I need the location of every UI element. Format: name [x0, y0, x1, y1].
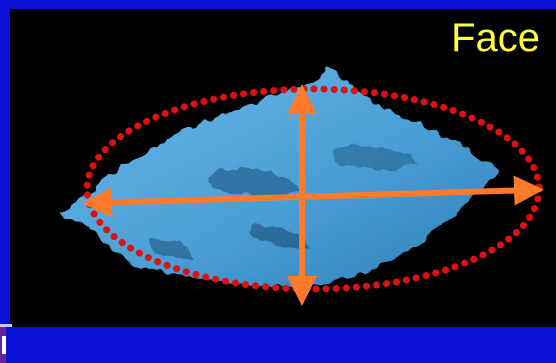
- face-label: Face: [451, 16, 540, 60]
- corner-bar-top: [0, 324, 12, 327]
- point-cloud-shape: [60, 64, 500, 287]
- corner-bar-inner: [2, 336, 6, 354]
